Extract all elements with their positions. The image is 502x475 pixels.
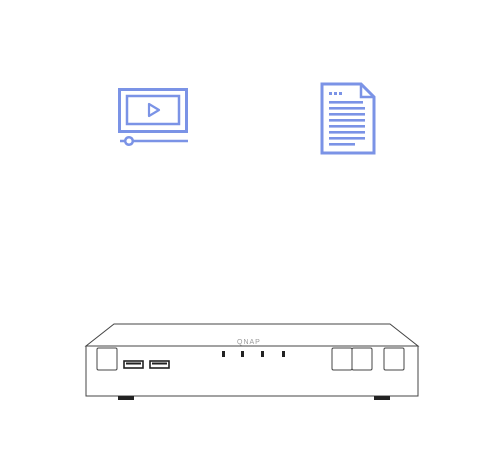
video-screen-inner <box>125 94 181 126</box>
video-frame-outer <box>118 88 188 133</box>
doc-line <box>329 107 365 110</box>
document-fold <box>359 84 374 99</box>
video-player-icon <box>118 88 190 148</box>
doc-line <box>329 143 355 146</box>
doc-dot <box>329 92 332 95</box>
play-triangle <box>147 102 161 118</box>
drive-bay-left <box>96 347 118 371</box>
doc-line <box>329 101 363 104</box>
usb-port-inner <box>126 362 141 365</box>
usb-port-inner <box>152 362 167 365</box>
doc-line <box>329 125 365 128</box>
document-outline <box>320 82 376 155</box>
status-led <box>241 351 244 357</box>
device-foot-left <box>118 396 134 400</box>
document-icon <box>320 82 376 156</box>
status-led <box>261 351 264 357</box>
device-foot-right <box>374 396 390 400</box>
doc-dot <box>334 92 337 95</box>
drive-bay-right <box>383 347 405 371</box>
brand-logo: QNAP <box>237 339 261 346</box>
drive-bay-right <box>331 347 353 371</box>
status-led <box>222 351 225 357</box>
doc-line <box>329 131 365 134</box>
doc-dot <box>339 92 342 95</box>
doc-line <box>329 113 365 116</box>
doc-line <box>329 137 365 140</box>
status-led <box>282 351 285 357</box>
nas-switch-device: QNAP <box>84 320 420 404</box>
progress-knob <box>123 135 135 147</box>
doc-line <box>329 119 365 122</box>
drive-bay-right <box>351 347 373 371</box>
